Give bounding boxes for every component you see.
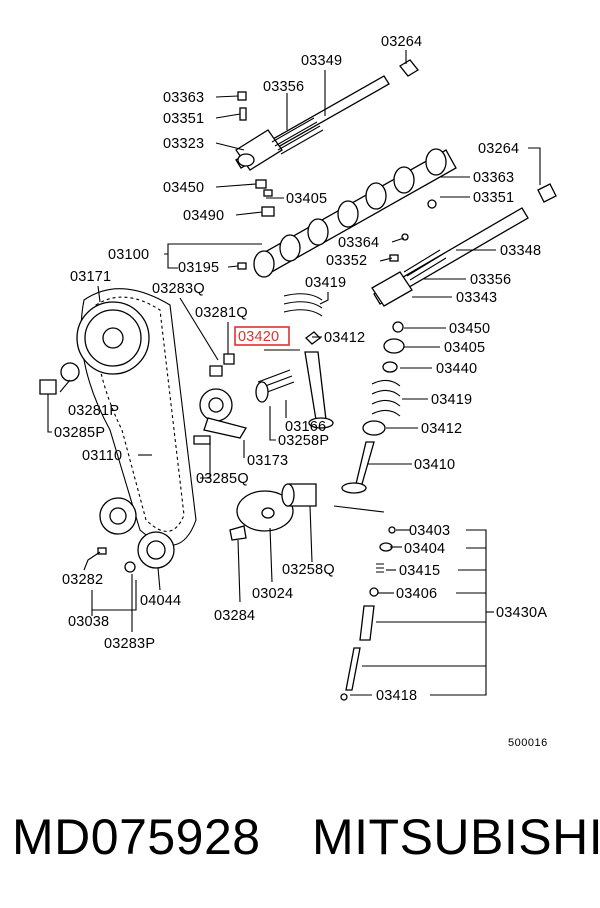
part-label: 03490 — [183, 208, 224, 224]
part-label: 03405 — [286, 191, 327, 207]
part-label: 03285P — [54, 425, 105, 441]
part-label: 03430A — [496, 605, 547, 621]
part-label: 03264 — [381, 34, 422, 50]
part-label: 03415 — [399, 563, 440, 579]
part-label: 03100 — [108, 247, 149, 263]
part-label: 03258P — [278, 433, 329, 449]
part-label: 03166 — [285, 419, 326, 435]
part-label: 03356 — [470, 272, 511, 288]
camshaft — [237, 148, 457, 278]
part-label: 03038 — [68, 614, 109, 630]
part-label: 03348 — [500, 243, 541, 259]
part-label: 03343 — [456, 290, 497, 306]
part-label: 03281Q — [195, 305, 248, 321]
part-label: 03404 — [404, 541, 445, 557]
part-label: 03173 — [247, 453, 288, 469]
brand-name: MITSUBISHI — [312, 809, 600, 865]
part-label: 03405 — [444, 340, 485, 356]
part-label: 03412 — [324, 330, 365, 346]
part-label: 03450 — [449, 321, 490, 337]
part-label: 03419 — [431, 392, 472, 408]
part-label: 03419 — [305, 275, 346, 291]
part-label: 03351 — [473, 190, 514, 206]
part-label: 03418 — [376, 688, 417, 704]
part-label: 03110 — [82, 448, 122, 464]
part-label: 03024 — [252, 586, 293, 602]
part-label: 03285Q — [196, 471, 249, 487]
part-label: 03284 — [214, 608, 255, 624]
right-rocker-shaft — [371, 183, 557, 307]
part-label: 03323 — [163, 136, 204, 152]
part-label: 03364 — [338, 235, 379, 251]
part-label: 03351 — [163, 111, 204, 127]
part-label: 03258Q — [282, 562, 335, 578]
valve-center — [283, 293, 334, 429]
part-labels: 03264 03349 03363 03356 03351 03323 0326… — [54, 34, 547, 704]
part-label: 03283P — [104, 636, 155, 652]
part-label: 03410 — [414, 457, 455, 473]
part-label: 03283Q — [152, 281, 205, 297]
exploded-parts-diagram: 03264 03349 03363 03356 03351 03323 0326… — [39, 34, 557, 749]
part-label: 03352 — [326, 253, 367, 269]
part-label: 03412 — [421, 421, 462, 437]
part-label: 03281P — [68, 403, 119, 419]
tensioner-assembly — [193, 353, 295, 445]
part-label: 03450 — [163, 180, 204, 196]
lower-center-parts — [97, 483, 317, 573]
part-label: 03349 — [301, 53, 342, 69]
part-label: 03264 — [478, 141, 519, 157]
upper-rocker-shaft — [235, 59, 419, 171]
highlighted-part-label: 03420 — [238, 329, 279, 345]
diagram-code: 500016 — [508, 737, 548, 749]
part-label: 03403 — [409, 523, 450, 539]
part-label: 03363 — [473, 170, 514, 186]
highlight-box — [234, 326, 290, 346]
part-label: 03406 — [396, 586, 437, 602]
part-label: 03195 — [178, 260, 219, 276]
part-label: 03282 — [62, 572, 103, 588]
part-label: 03440 — [436, 361, 477, 377]
leader-lines — [47, 50, 541, 696]
right-valve-stack — [340, 321, 405, 701]
part-label: 04044 — [140, 593, 181, 609]
timing-belt-assembly — [39, 288, 197, 569]
part-number: MD075928 — [12, 809, 261, 865]
part-label: 03363 — [163, 90, 204, 106]
part-label: 03171 — [70, 269, 111, 285]
part-label: 03356 — [263, 79, 304, 95]
